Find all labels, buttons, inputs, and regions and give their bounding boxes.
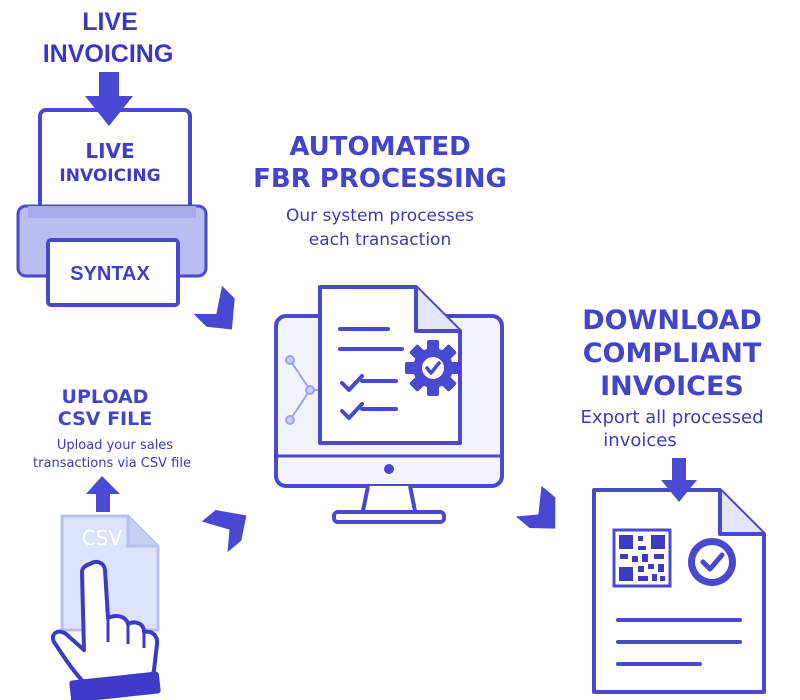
live-invoicing-title-line2: INVOICING — [42, 40, 174, 68]
document-icon — [318, 285, 462, 445]
upload-desc-line1: Upload your sales — [56, 438, 174, 453]
flow-arrow-icon — [193, 285, 235, 330]
download-desc-line1: Export all processed — [580, 407, 764, 428]
processing-title-line1: AUTOMATED — [289, 132, 471, 162]
processing-title-line2: FBR PROCESSING — [253, 164, 507, 194]
check-badge-icon — [688, 538, 736, 586]
upload-desc-line2: transactions via CSV file — [33, 456, 191, 471]
upload-title-line1: UPLOAD — [61, 386, 149, 408]
upload-arrow-icon — [86, 476, 120, 512]
tray-label: SYNTAX — [70, 263, 150, 285]
download-title-line2: COMPLIANT — [582, 338, 762, 369]
paper-label-line1: LIVE — [85, 139, 135, 163]
upload-title-line2: CSV FILE — [57, 408, 153, 430]
download-arrow-icon — [661, 458, 697, 502]
checkmark-icon — [340, 402, 364, 420]
paper-label-line2: INVOICING — [59, 166, 161, 186]
qr-code-icon — [612, 528, 672, 588]
gear-check-icon — [405, 340, 461, 396]
processing-desc-line1: Our system processes — [285, 206, 475, 226]
download-title-line3: INVOICES — [600, 371, 744, 402]
flow-arrow-icon — [201, 509, 247, 553]
document-icon — [592, 488, 766, 694]
pointing-hand-icon — [51, 560, 161, 700]
download-title-line1: DOWNLOAD — [582, 305, 762, 336]
flow-arrow-icon — [515, 485, 556, 529]
checkmark-icon — [340, 374, 364, 392]
processing-desc-line2: each transaction — [308, 230, 452, 250]
down-arrow-icon — [85, 72, 133, 126]
live-invoicing-title-line1: LIVE — [82, 8, 138, 36]
printer-icon — [16, 108, 208, 307]
csv-file-label: CSV — [81, 526, 123, 550]
download-desc-line2: invoices — [603, 430, 677, 451]
